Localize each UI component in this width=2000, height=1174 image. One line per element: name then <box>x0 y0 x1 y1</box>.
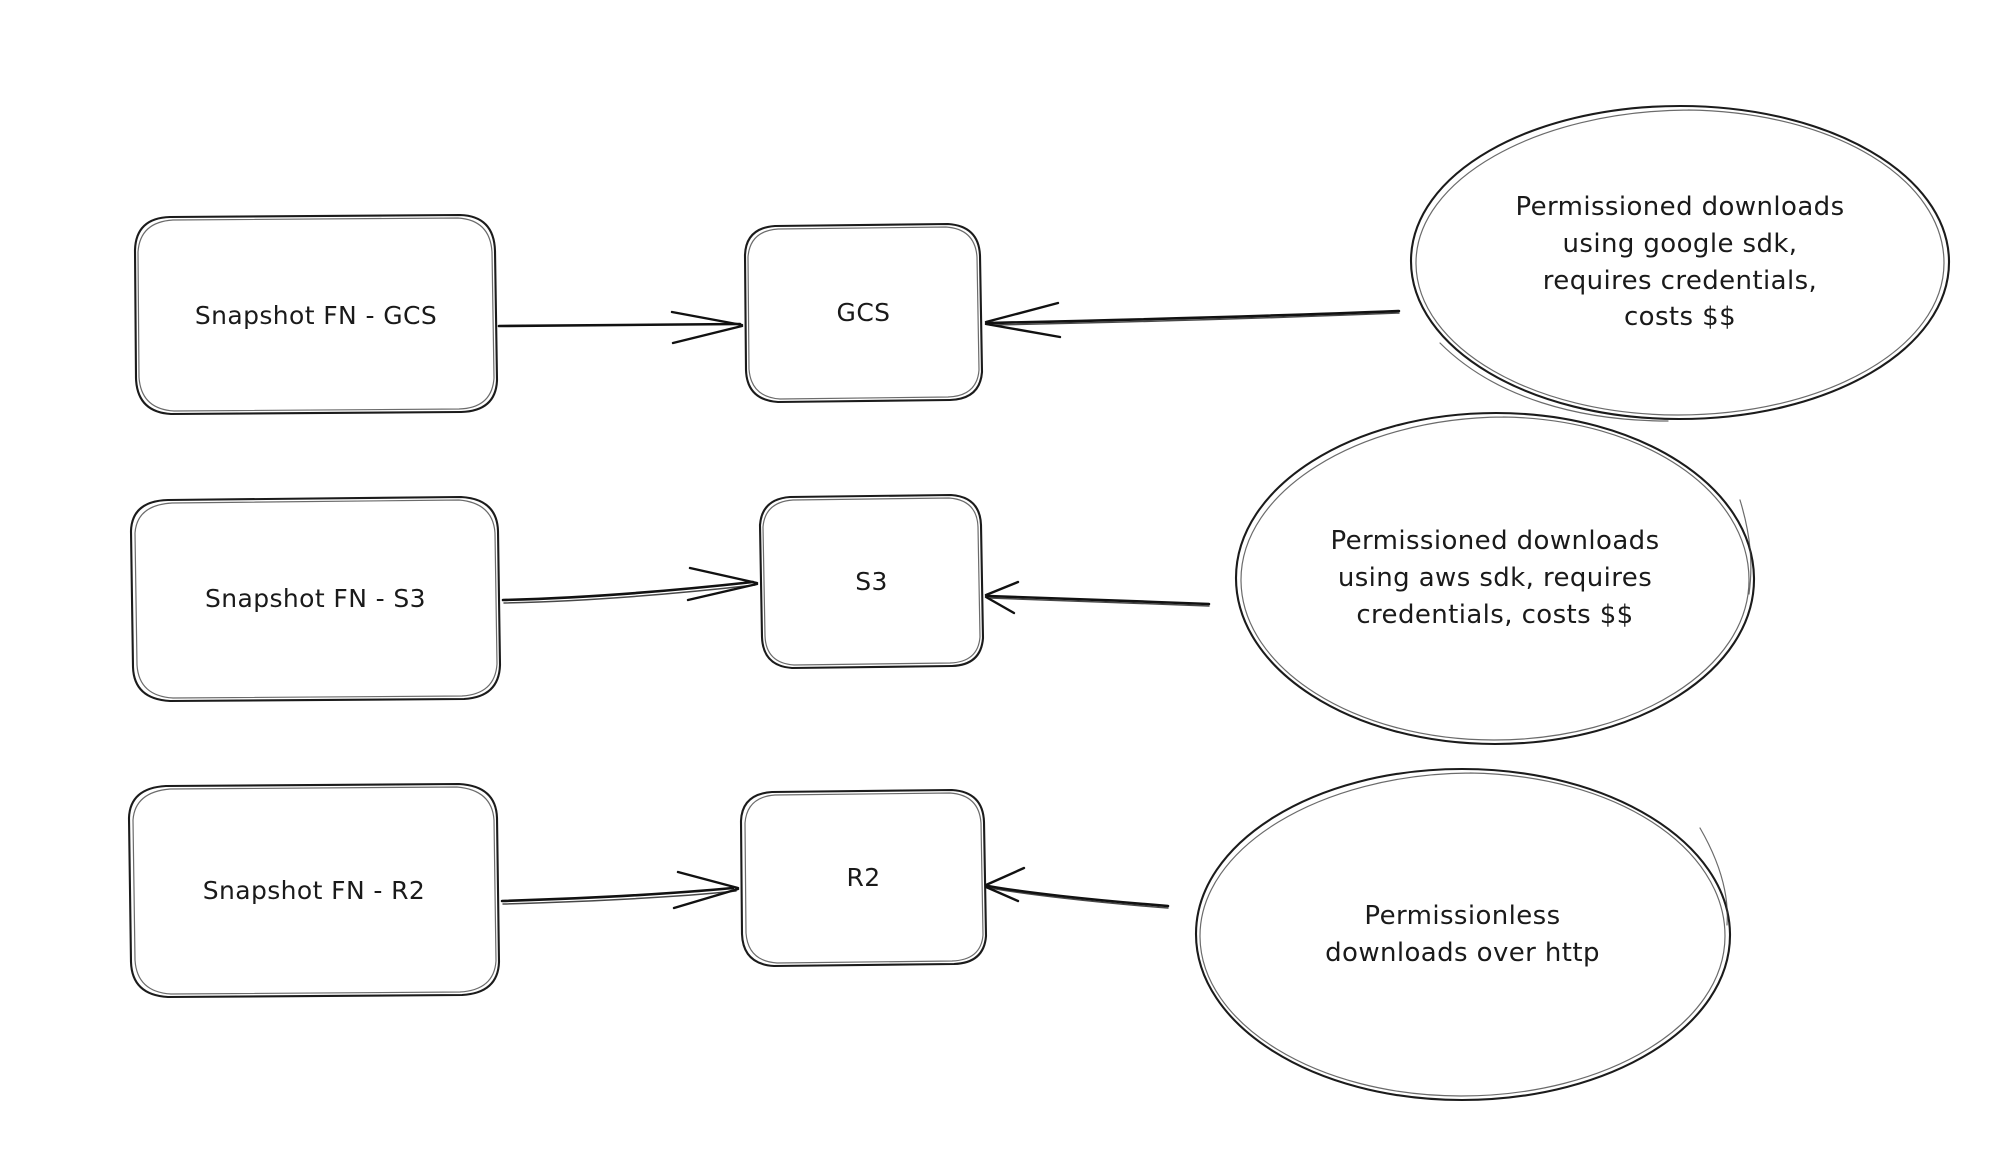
edge-note-gcs-arrow <box>984 301 1401 339</box>
shape-s3 <box>758 493 985 670</box>
shape-snapshot-fn-r2 <box>127 782 501 999</box>
shape-r2 <box>739 788 988 968</box>
shape-snapshot-fn-gcs <box>133 213 499 416</box>
node-r2[interactable] <box>741 790 986 966</box>
edge-snapshot-r2-arrow <box>500 870 740 910</box>
node-note-gcs[interactable] <box>1411 106 1950 419</box>
shape-gcs <box>743 222 984 404</box>
edge-snapshot-gcs-arrow <box>497 310 744 345</box>
node-snapshot-fn-s3[interactable] <box>131 497 500 701</box>
node-gcs[interactable] <box>745 224 982 402</box>
node-note-r2[interactable] <box>1196 769 1731 1100</box>
node-s3[interactable] <box>760 495 983 668</box>
shape-note-r2 <box>1194 767 1732 1102</box>
node-snapshot-fn-gcs[interactable] <box>136 217 496 414</box>
shape-snapshot-fn-s3 <box>129 495 502 703</box>
edge-snapshot-s3-arrow <box>501 566 759 604</box>
edge-note-r2-arrow <box>984 866 1170 909</box>
node-note-s3[interactable] <box>1236 413 1755 744</box>
shape-note-gcs <box>1409 104 1951 422</box>
node-snapshot-fn-r2[interactable] <box>129 784 499 997</box>
shape-note-s3 <box>1234 411 1756 746</box>
edge-note-s3-arrow <box>984 580 1211 615</box>
